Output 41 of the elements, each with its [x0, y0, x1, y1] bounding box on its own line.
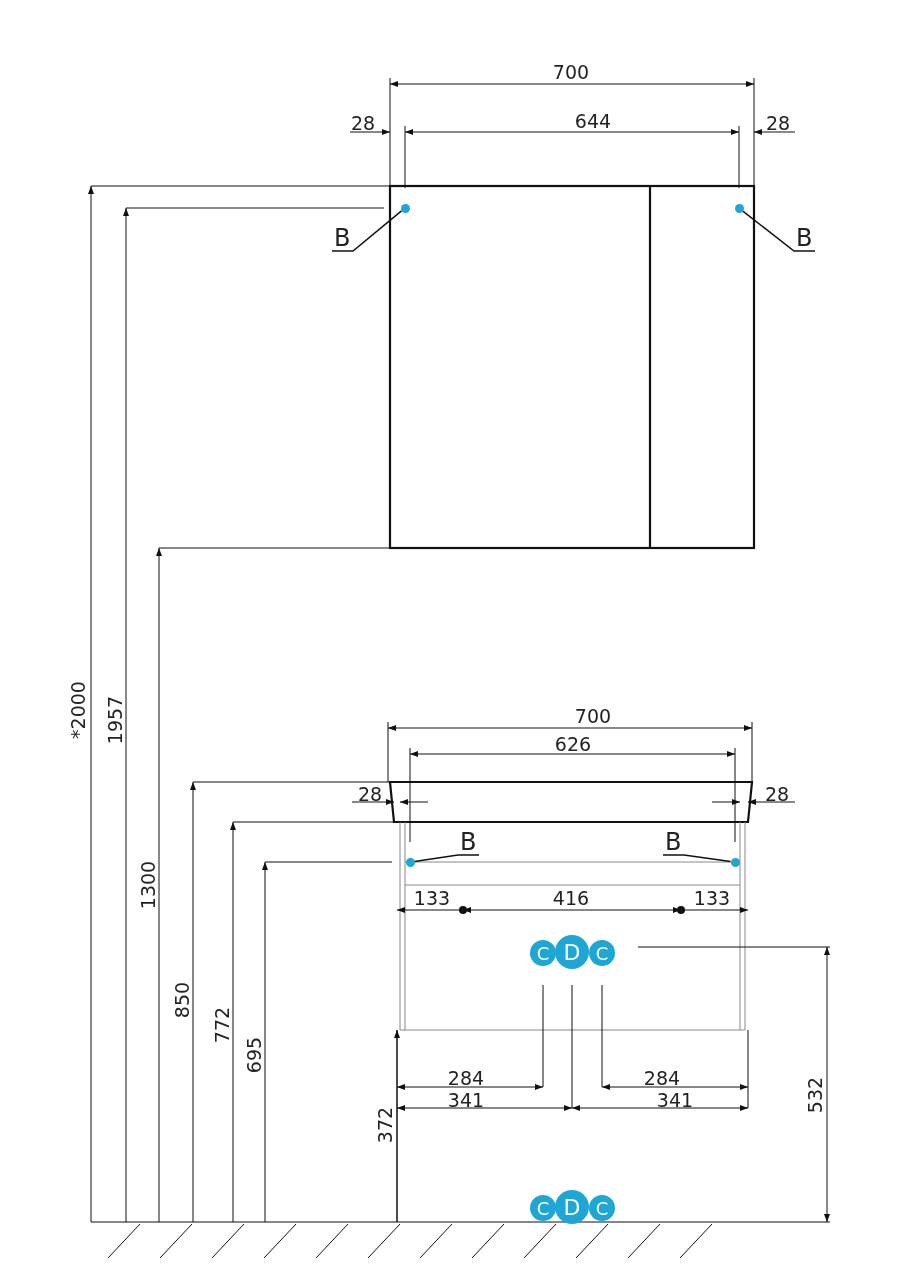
- mounting-point-marker: [405, 857, 415, 867]
- dimension-value: 644: [574, 111, 612, 131]
- dimension-value: 416: [552, 888, 590, 908]
- leader-line: [413, 854, 480, 863]
- dimension-value: 341: [447, 1090, 485, 1110]
- mounting-point-marker: [730, 857, 740, 867]
- dimension-value: 700: [552, 62, 590, 82]
- mounting-point-marker: [734, 203, 744, 213]
- dimension-value: 28: [765, 113, 791, 133]
- dimension-value: 341: [656, 1090, 694, 1110]
- dimension-value: 700: [574, 706, 612, 726]
- callout-letter: B: [796, 226, 813, 250]
- dimension-value: 133: [693, 888, 731, 908]
- dimension-value: 772: [212, 1006, 232, 1044]
- dimension-value: 28: [764, 784, 790, 804]
- dimension-value: 850: [172, 981, 192, 1019]
- connection-marker: C: [589, 940, 615, 966]
- connection-marker: C: [530, 940, 556, 966]
- dimension-value: 28: [357, 784, 383, 804]
- dimension-value: 133: [413, 888, 451, 908]
- leader-line: [741, 210, 816, 252]
- mounting-point-marker: [400, 203, 410, 213]
- connection-marker: D: [555, 935, 589, 969]
- connection-marker: D: [555, 1190, 589, 1224]
- dimension-value: 284: [447, 1068, 485, 1088]
- dimension-value: 372: [375, 1106, 395, 1144]
- dimension-value: 1957: [105, 695, 125, 745]
- dimension-value: 532: [805, 1076, 825, 1114]
- callout-letter: B: [334, 226, 351, 250]
- callout-letter: B: [665, 830, 682, 854]
- connection-marker: C: [589, 1195, 615, 1221]
- dimension-value: 626: [554, 734, 592, 754]
- dimension-value: *2000: [68, 681, 88, 739]
- leader-line: [331, 210, 403, 252]
- dimension-value: 28: [350, 113, 376, 133]
- dimension-value: 695: [244, 1036, 264, 1074]
- dimension-value: 284: [643, 1068, 681, 1088]
- dimension-value: 1300: [138, 860, 158, 910]
- callout-letter: B: [460, 830, 477, 854]
- leader-line: [662, 854, 732, 863]
- connection-marker: C: [530, 1195, 556, 1221]
